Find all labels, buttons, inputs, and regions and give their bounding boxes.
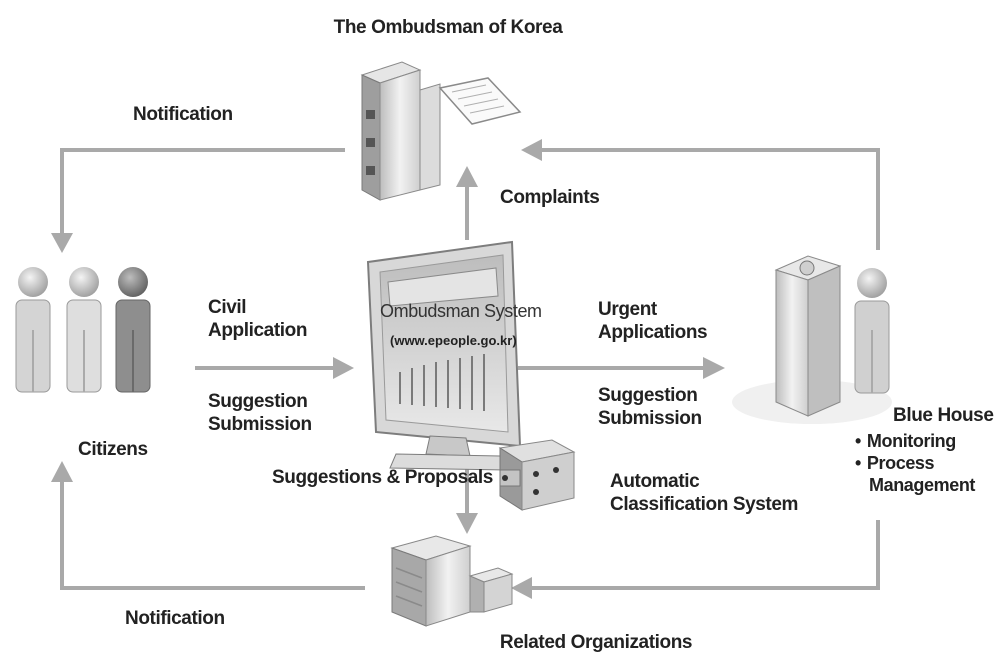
blue-house-roles: Monitoring Process Management	[855, 430, 976, 496]
ombudsman-title: The Ombudsman of Korea	[333, 17, 563, 38]
role-monitoring: Monitoring	[855, 430, 975, 452]
arrowhead-suggestions-proposals	[456, 513, 478, 534]
document-icon	[438, 77, 522, 125]
arrowhead-notification-top	[51, 233, 73, 253]
arrow-bluehouse-to-ombudsman	[540, 148, 880, 250]
urgent-applications-label: Urgent Applications	[598, 299, 708, 343]
citizens-label: Citizens	[78, 439, 148, 460]
role-management: Management	[869, 475, 976, 495]
notification-bottom-label: Notification	[125, 608, 225, 629]
civil-application-label: Civil Application	[208, 297, 308, 341]
ombudsman-system-url: (www.epeople.go.kr)	[390, 333, 517, 348]
arrow-notification-bottom	[60, 480, 365, 590]
role-process: Process	[855, 452, 975, 474]
suggestions-proposals-label: Suggestions & Proposals	[272, 467, 493, 488]
blue-house-label: Blue House	[893, 405, 994, 426]
person-icon	[854, 268, 890, 394]
monitor-icon	[366, 240, 522, 471]
suggestion-submission-right-label: Suggestion Submission	[598, 385, 702, 429]
building-icon	[360, 61, 441, 201]
arrow-notification-top	[60, 148, 345, 235]
tower-icon	[732, 255, 892, 424]
ombudsman-system-title: Ombudsman System	[380, 301, 542, 321]
arrowhead-urgent-applications	[703, 357, 725, 379]
person-icon	[15, 267, 51, 393]
arrow-bluehouse-to-related	[530, 520, 880, 590]
automatic-classification-label: Automatic Classification System	[610, 471, 799, 515]
notification-top-label: Notification	[133, 104, 233, 125]
person-icon	[66, 267, 102, 393]
server-icon	[498, 439, 576, 511]
arrowhead-civil-application	[333, 357, 354, 379]
complaints-label: Complaints	[500, 187, 600, 208]
arrowhead-bluehouse-to-ombudsman	[521, 139, 542, 161]
arrowhead-complaints	[456, 166, 478, 187]
suggestion-submission-left-label: Suggestion Submission	[208, 391, 312, 435]
arrowhead-bluehouse-to-related	[511, 577, 532, 599]
citizens-figures	[15, 267, 151, 393]
building-icon	[390, 535, 514, 627]
arrowhead-notification-bottom	[51, 461, 73, 482]
person-icon	[115, 267, 151, 393]
related-organizations-label: Related Organizations	[499, 632, 693, 653]
